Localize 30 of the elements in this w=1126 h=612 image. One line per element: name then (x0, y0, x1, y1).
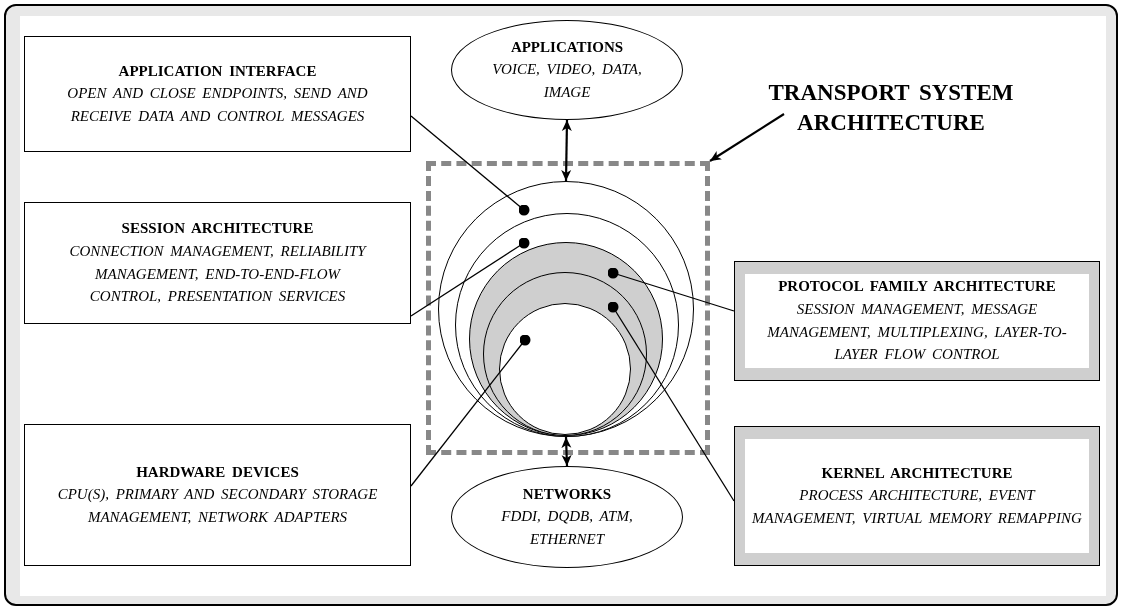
heading: APPLICATION INTERFACE (118, 61, 317, 81)
arrow (561, 436, 572, 467)
description: CONNECTION MANAGEMENT, RELIABILITY MANAGEMENT, END-TO-END-FLOW CONTROL, PRESENTATION SERVICES (68, 242, 368, 307)
leader-line (410, 115, 530, 216)
diagram-label: TRANSPORT SYSTEM ARCHITECTURE (741, 78, 1041, 138)
description: CPU(S), PRIMARY AND SECONDARY STORAGE MANAGEMENT, NETWORK ADAPTERS (56, 485, 379, 527)
component-box (24, 202, 411, 324)
heading: HARDWARE DEVICES (136, 462, 299, 482)
dashed-box (426, 161, 710, 455)
description: OPEN AND CLOSE ENDPOINTS, SEND AND RECEIVE DATA AND CONTROL MESSAGES (66, 84, 369, 126)
leader-line (410, 237, 530, 317)
description: SESSION MANAGEMENT, MESSAGE MANAGEMENT, MULTIPLEXING, LAYER-TO-LAYER FLOW CONTROL (766, 300, 1068, 365)
component-box (24, 36, 411, 152)
description: PROCESS ARCHITECTURE, EVENT MANAGEMENT, VIRTUAL MEMORY REMAPPING (751, 486, 1083, 528)
heading: PROTOCOL FAMILY ARCHITECTURE (778, 277, 1056, 297)
component-box (734, 426, 1100, 566)
leader-line (410, 334, 531, 487)
heading: KERNEL ARCHITECTURE (821, 463, 1013, 483)
heading: NETWORKS (522, 484, 612, 504)
component-box (734, 261, 1100, 381)
heading: APPLICATIONS (510, 37, 624, 57)
layer-circle (499, 303, 631, 435)
arrow (709, 113, 785, 162)
description: VOICE, VIDEO, DATA, IMAGE (491, 60, 643, 102)
description: FDDI, DQDB, ATM, ETHERNET (500, 507, 634, 549)
heading: SESSION ARCHITECTURE (121, 219, 314, 239)
arrow (561, 120, 572, 181)
leader-line (607, 301, 735, 502)
leader-line (607, 267, 735, 312)
component-box (24, 424, 411, 566)
